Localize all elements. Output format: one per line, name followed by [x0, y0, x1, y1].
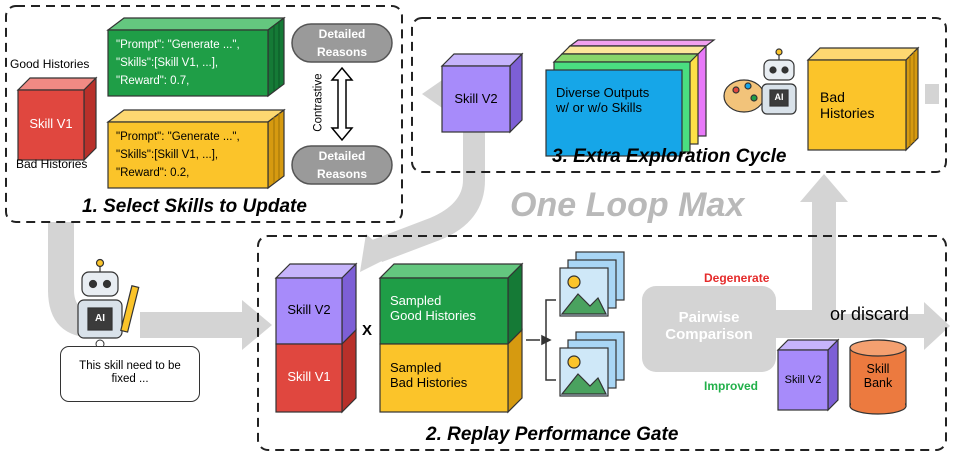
pairwise-line1: Pairwise: [678, 309, 740, 326]
improved-skill-v2-cube: [776, 338, 840, 412]
pairwise-box: [642, 286, 776, 372]
skillv2-down-head: [360, 234, 392, 272]
exploration-skill-v2-label: Skill V2: [454, 91, 498, 106]
good-histories-label: Good Histories: [10, 57, 90, 71]
bad-card-line1: "Prompt": "Generate ...",: [116, 131, 240, 143]
contrastive-label: Contrastive: [312, 73, 325, 132]
reasons-bottom-line1: Detailed: [318, 149, 366, 163]
exploration-bad-line2: Histories: [820, 105, 875, 122]
reasons-bottom-line2: Reasons: [316, 167, 368, 181]
contrastive-double-arrow: [330, 66, 354, 142]
sampled-bad-line1: Sampled: [390, 360, 442, 375]
exploration-skill-v2-cube: [440, 52, 524, 134]
replay-skill-v2-label: Skill V2: [287, 302, 331, 317]
replay-skill-v1-label: Skill V1: [287, 369, 331, 384]
into-replay-head: [242, 300, 272, 350]
into-replay-shaft: [140, 312, 244, 338]
select-skill-v1-label: Skill V1: [29, 116, 73, 131]
speech-line1: This skill need to be: [79, 360, 181, 372]
replay-histories-stack: [378, 262, 524, 414]
discard-shaft: [776, 314, 926, 338]
speech-line2: fixed ...: [111, 373, 149, 386]
loop-label: One Loop Max: [510, 186, 745, 224]
speech-robot-chip: AI: [95, 313, 105, 324]
skill-bank-line2: Bank: [863, 376, 893, 391]
select-skill-v1-cube: [16, 76, 98, 162]
skill-bank-line1: Skill: [866, 362, 890, 376]
speech-robot-icon: [77, 258, 140, 339]
exploration-bad-line1: Bad: [820, 89, 845, 105]
painter-robot-icon: [723, 48, 797, 115]
degenerate-label: Degenerate: [704, 271, 770, 285]
reasons-top-line1: Detailed: [318, 27, 366, 41]
pairwise-line2: Comparison: [665, 326, 753, 344]
sampled-bad-line2: Bad Histories: [390, 374, 468, 390]
improved-skill-v2-label: Skill V2: [784, 374, 822, 386]
or-discard-label: or discard: [830, 304, 910, 324]
skill-bank-cylinder: [849, 339, 907, 415]
fanout-bracket: [526, 299, 556, 381]
diverse-line2: w/ or w/o Skills: [556, 99, 642, 115]
image-thumbnails: [559, 251, 625, 397]
improved-label: Improved: [704, 379, 759, 393]
right-entry-shaft: [925, 84, 939, 104]
replay-frame: [257, 235, 947, 451]
discard-head: [924, 302, 950, 350]
good-history-card: [106, 16, 286, 98]
good-card-line1: "Prompt": "Generate ...",: [116, 39, 240, 51]
degenerate-up-head: [800, 174, 848, 202]
good-card-text: "Prompt": "Generate ...", "Skills":[Skil…: [116, 36, 240, 90]
good-card-line3: "Reward": 0.7,: [116, 75, 190, 87]
replay-section-title: 2. Replay Performance Gate: [426, 424, 679, 445]
speech-bubble: [60, 346, 200, 402]
bad-card-text: "Prompt": "Generate ...", "Skills":[Skil…: [116, 128, 240, 182]
multiply-sign: X: [362, 322, 373, 339]
section-frames: [5, 5, 947, 451]
exploration-section-title: 3. Extra Exploration Cycle: [552, 146, 787, 167]
diverse-line1: Diverse Outputs: [556, 85, 650, 100]
diverse-outputs-stack: [545, 39, 716, 157]
select-section-title: 1. Select Skills to Update: [82, 196, 307, 217]
sampled-good-line1: Sampled: [390, 293, 442, 308]
bad-card-line2: "Skills":[Skill V1, ...],: [116, 149, 219, 161]
painter-robot-chip: AI: [774, 92, 784, 102]
bad-history-card: [106, 108, 286, 190]
skillv2-down-shaft: [372, 128, 485, 262]
replay-skill-stack: [274, 262, 358, 414]
bad-card-line3: "Reward": 0.2,: [116, 167, 190, 179]
select-frame: [5, 5, 403, 223]
sampled-good-line2: Good Histories: [390, 307, 476, 323]
good-card-line2: "Skills":[Skill V1, ...],: [116, 57, 219, 69]
reasons-pill-bottom: [291, 145, 393, 185]
select-down-shaft: [48, 222, 74, 292]
reasons-top-line2: Reasons: [316, 45, 368, 59]
exploration-frame: [411, 17, 947, 173]
bad-histories-label: Bad Histories: [16, 157, 88, 171]
degenerate-up-shaft: [812, 200, 836, 310]
exploration-bad-histories-card: [806, 46, 920, 152]
reasons-pill-top: [291, 23, 393, 63]
